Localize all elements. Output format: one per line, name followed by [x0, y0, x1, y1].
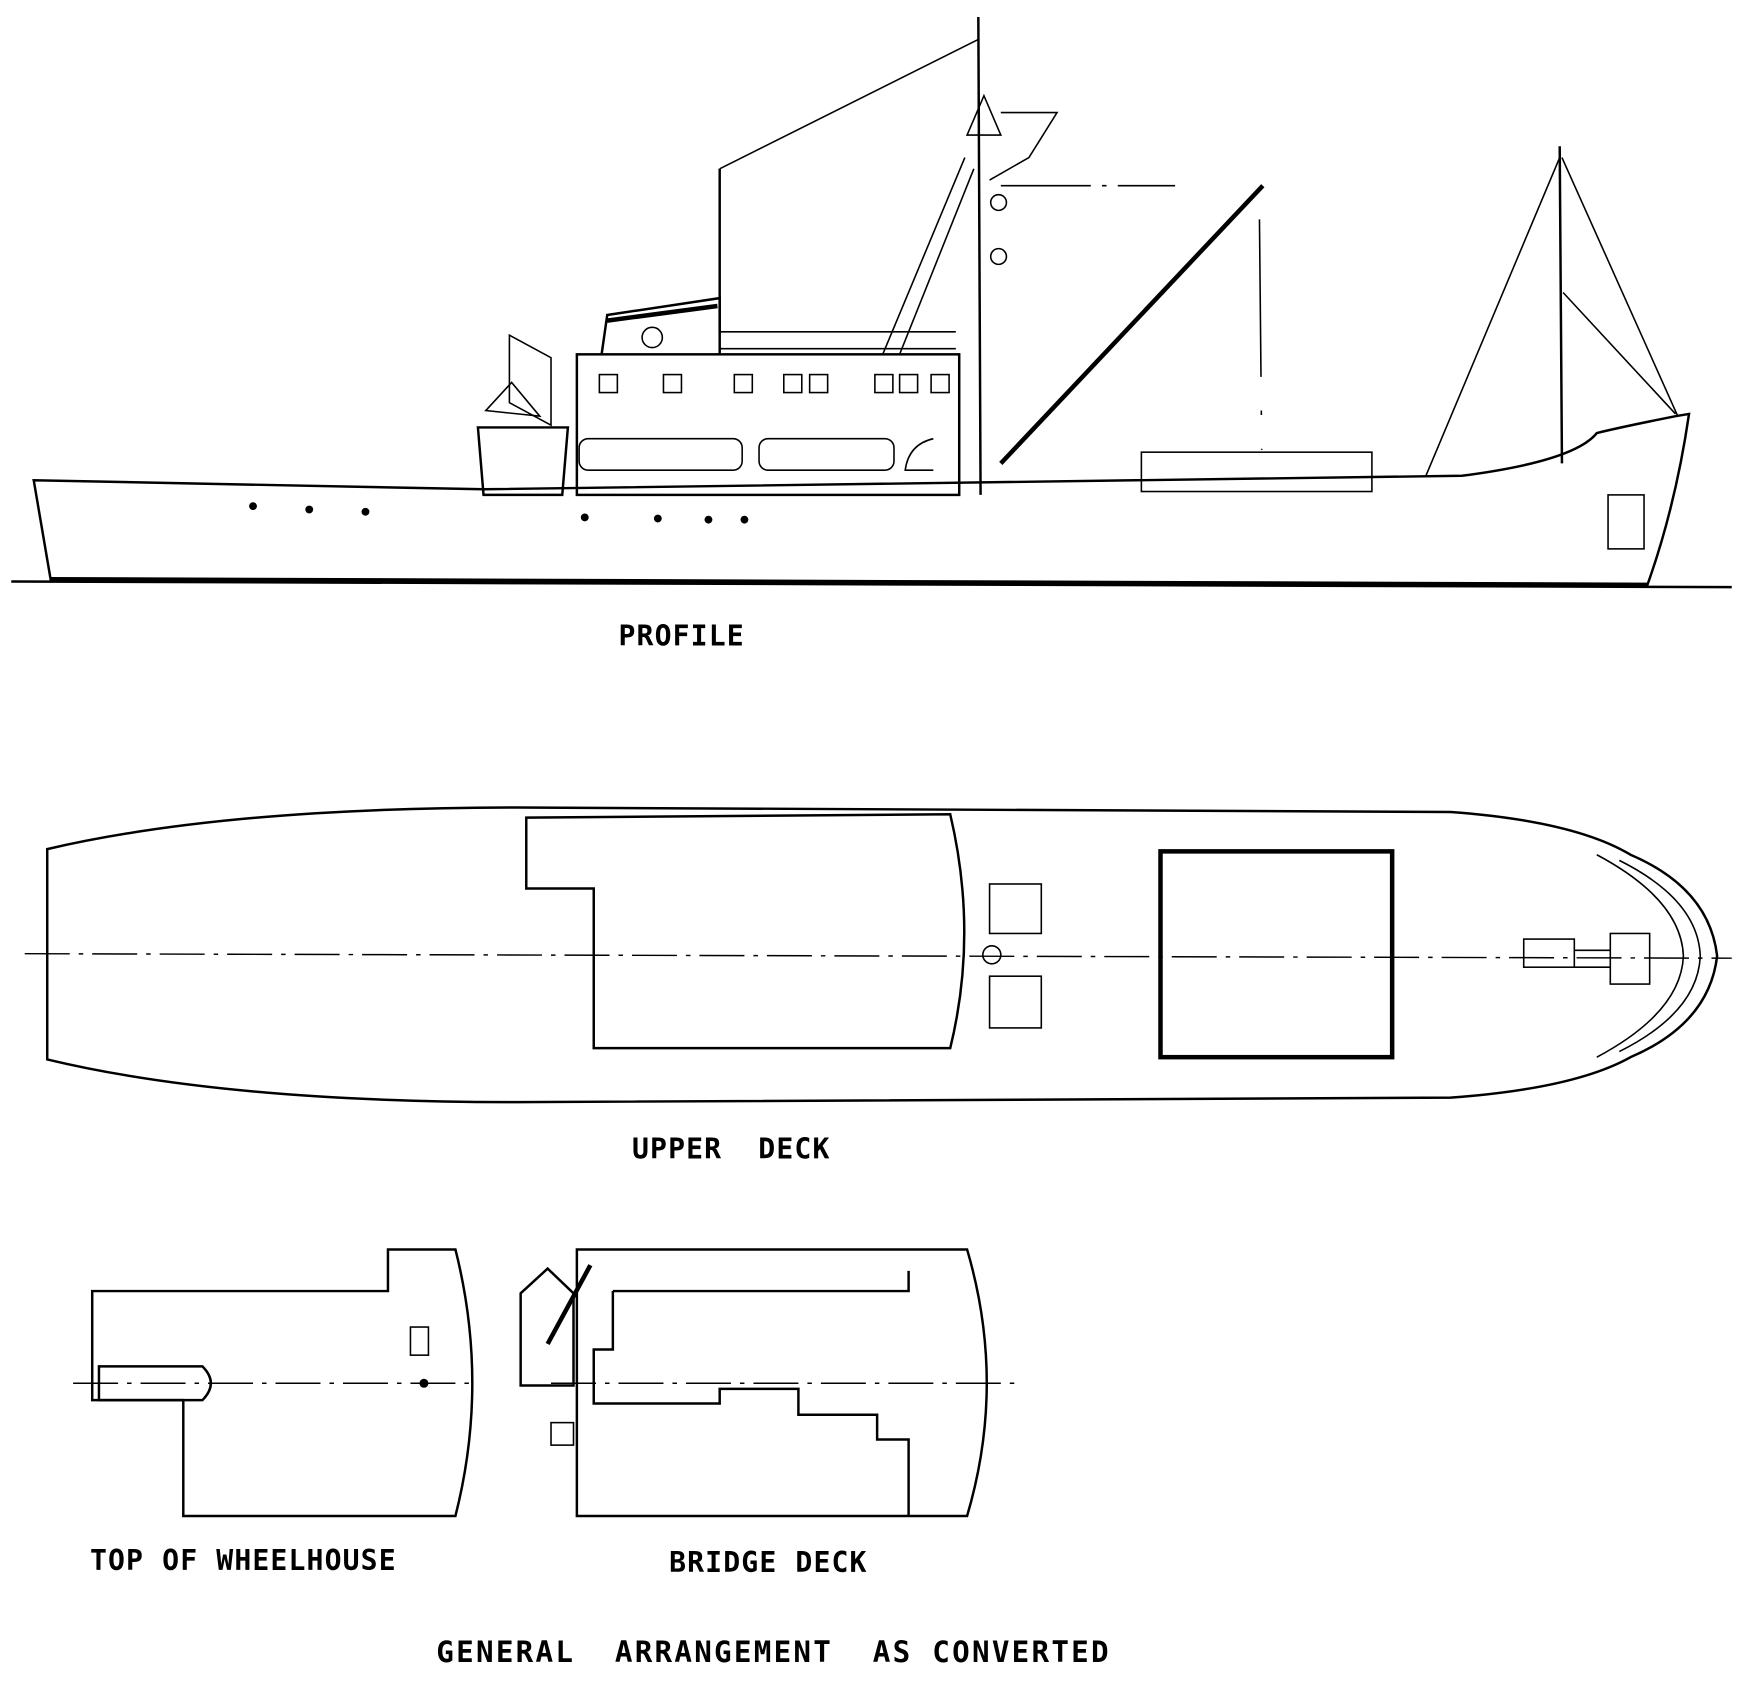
- upper-deck-label: UPPER DECK: [632, 1132, 831, 1165]
- top-of-wheelhouse-label: TOP OF WHEELHOUSE: [90, 1544, 397, 1577]
- bridge-deck-label: BRIDGE DECK: [669, 1546, 868, 1579]
- drawing-title: GENERAL ARRANGEMENT AS CONVERTED: [436, 1635, 1111, 1669]
- bridge-deck-view: [519, 1248, 1018, 1518]
- top-of-wheelhouse-view: [73, 1248, 474, 1518]
- profile-label: PROFILE: [618, 620, 744, 653]
- portholes: [598, 373, 950, 394]
- profile-view: [11, 16, 1732, 589]
- hull-portholes: [249, 502, 749, 524]
- upper-deck-view: [24, 806, 1732, 1104]
